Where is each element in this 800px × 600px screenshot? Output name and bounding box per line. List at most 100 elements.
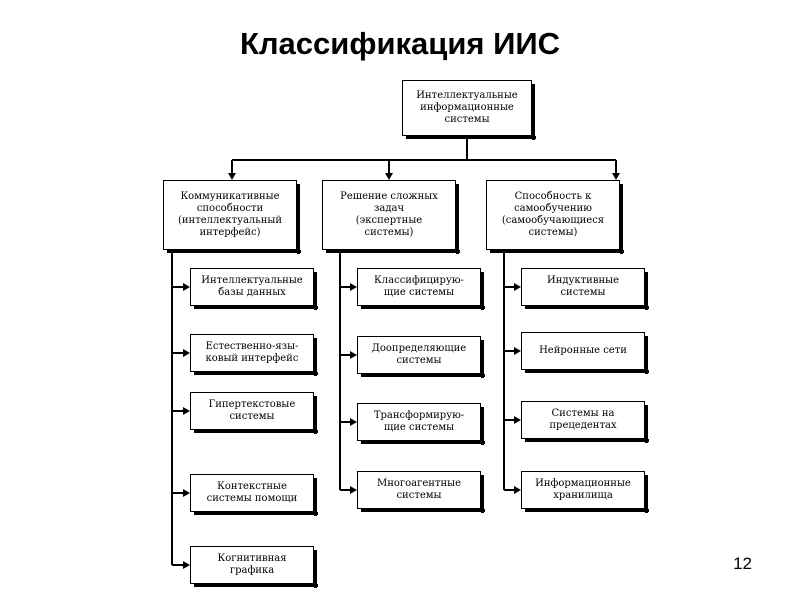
- box-frame: [521, 268, 645, 306]
- box-frame: [322, 180, 456, 250]
- box-shadow: [297, 184, 300, 254]
- root-box: Интеллектуальные информационные системы: [402, 80, 536, 140]
- child-box-0-2-label: Гипертекстовые системы: [208, 399, 296, 422]
- box-frame: [190, 474, 314, 512]
- child-box-0-1-label: Естественно-язы- ковый интерфейс: [205, 341, 299, 364]
- box-shadow: [314, 338, 317, 376]
- box-shadow: [314, 478, 317, 516]
- box-frame: [521, 332, 645, 370]
- box-shadow: [194, 584, 318, 587]
- arrow-down-1: [385, 173, 393, 180]
- child-box-1-2: Трансформирую- щие системы: [357, 403, 485, 445]
- box-frame: [402, 80, 532, 136]
- box-shadow: [481, 407, 484, 445]
- box-shadow: [525, 439, 649, 442]
- child-box-1-1-label: Доопределяющие системы: [371, 343, 467, 366]
- box-shadow: [645, 405, 648, 443]
- child-box-2-1: Нейронные сети: [521, 332, 649, 374]
- box-shadow: [481, 340, 484, 378]
- child-box-1-2-label: Трансформирую- щие системы: [373, 410, 465, 433]
- box-frame: [190, 268, 314, 306]
- arrow-right-0-0: [183, 283, 190, 291]
- child-box-2-0-label: Индуктивные системы: [546, 275, 620, 298]
- child-box-0-3-label: Контекстные системы помощи: [206, 481, 298, 504]
- box-frame: [357, 336, 481, 374]
- arrow-right-2-3: [514, 486, 521, 494]
- page-title: Классификация ИИС: [239, 26, 561, 61]
- box-frame: [357, 403, 481, 441]
- box-shadow: [481, 475, 484, 513]
- box-shadow: [525, 370, 649, 373]
- box-shadow: [194, 512, 318, 515]
- child-box-2-2: Системы на прецедентах: [521, 401, 649, 443]
- arrow-right-1-2: [350, 418, 357, 426]
- arrow-right-1-3: [350, 486, 357, 494]
- box-shadow: [167, 250, 301, 253]
- child-box-2-1-label: Нейронные сети: [539, 345, 627, 356]
- branch-box-0-label: Коммуникативные способности (интеллектуа…: [177, 191, 283, 238]
- box-shadow: [645, 475, 648, 513]
- child-box-1-0-label: Классифицирую- щие системы: [374, 275, 464, 298]
- arrow-right-0-3: [183, 489, 190, 497]
- child-box-1-0: Классифицирую- щие системы: [357, 268, 485, 310]
- box-shadow: [490, 250, 624, 253]
- box-shadow: [361, 306, 485, 309]
- child-box-0-3: Контекстные системы помощи: [190, 474, 318, 516]
- arrow-right-2-0: [514, 283, 521, 291]
- arrow-right-2-2: [514, 416, 521, 424]
- child-box-0-4: Когнитивная графика: [190, 546, 318, 588]
- box-frame: [486, 180, 620, 250]
- root-box-label: Интеллектуальные информационные системы: [416, 90, 518, 125]
- arrow-right-1-0: [350, 283, 357, 291]
- box-shadow: [645, 336, 648, 374]
- branch-box-0: Коммуникативные способности (интеллектуа…: [163, 180, 301, 254]
- child-box-2-2-label: Системы на прецедентах: [549, 408, 617, 431]
- child-box-1-1: Доопределяющие системы: [357, 336, 485, 378]
- child-box-0-0: Интеллектуальные базы данных: [190, 268, 318, 310]
- arrow-right-1-1: [350, 351, 357, 359]
- box-shadow: [194, 306, 318, 309]
- box-shadow: [525, 306, 649, 309]
- branch-box-2: Способность к самообучению (самообучающи…: [486, 180, 624, 254]
- box-shadow: [645, 272, 648, 310]
- box-shadow: [532, 84, 535, 140]
- box-frame: [521, 401, 645, 439]
- box-frame: [521, 471, 645, 509]
- box-shadow: [194, 430, 318, 433]
- arrow-down-0: [228, 173, 236, 180]
- box-frame: [190, 334, 314, 372]
- child-box-0-2: Гипертекстовые системы: [190, 392, 318, 434]
- box-shadow: [314, 396, 317, 434]
- child-box-0-0-label: Интеллектуальные базы данных: [201, 275, 303, 298]
- box-frame: [163, 180, 297, 250]
- arrow-right-0-2: [183, 407, 190, 415]
- arrow-down-2: [612, 173, 620, 180]
- box-shadow: [326, 250, 460, 253]
- box-frame: [357, 471, 481, 509]
- box-shadow: [361, 441, 485, 444]
- arrow-right-2-1: [514, 347, 521, 355]
- child-box-2-0: Индуктивные системы: [521, 268, 649, 310]
- branch-box-1: Решение сложных задач (экспертные систем…: [322, 180, 460, 254]
- box-frame: [190, 546, 314, 584]
- box-shadow: [620, 184, 623, 254]
- child-box-1-3-label: Многоагентные системы: [376, 478, 462, 501]
- box-shadow: [361, 374, 485, 377]
- box-frame: [357, 268, 481, 306]
- arrow-right-0-4: [183, 561, 190, 569]
- child-box-2-3: Информационные хранилища: [521, 471, 649, 513]
- box-shadow: [194, 372, 318, 375]
- box-shadow: [456, 184, 459, 254]
- box-shadow: [314, 272, 317, 310]
- branch-box-2-label: Способность к самообучению (самообучающи…: [501, 191, 605, 238]
- child-box-0-1: Естественно-язы- ковый интерфейс: [190, 334, 318, 376]
- child-box-0-4-label: Когнитивная графика: [217, 553, 287, 576]
- box-shadow: [525, 509, 649, 512]
- box-shadow: [314, 550, 317, 588]
- branch-box-1-label: Решение сложных задач (экспертные систем…: [340, 191, 438, 238]
- box-shadow: [406, 136, 536, 139]
- slide-number: 12: [733, 554, 752, 573]
- box-frame: [190, 392, 314, 430]
- box-shadow: [361, 509, 485, 512]
